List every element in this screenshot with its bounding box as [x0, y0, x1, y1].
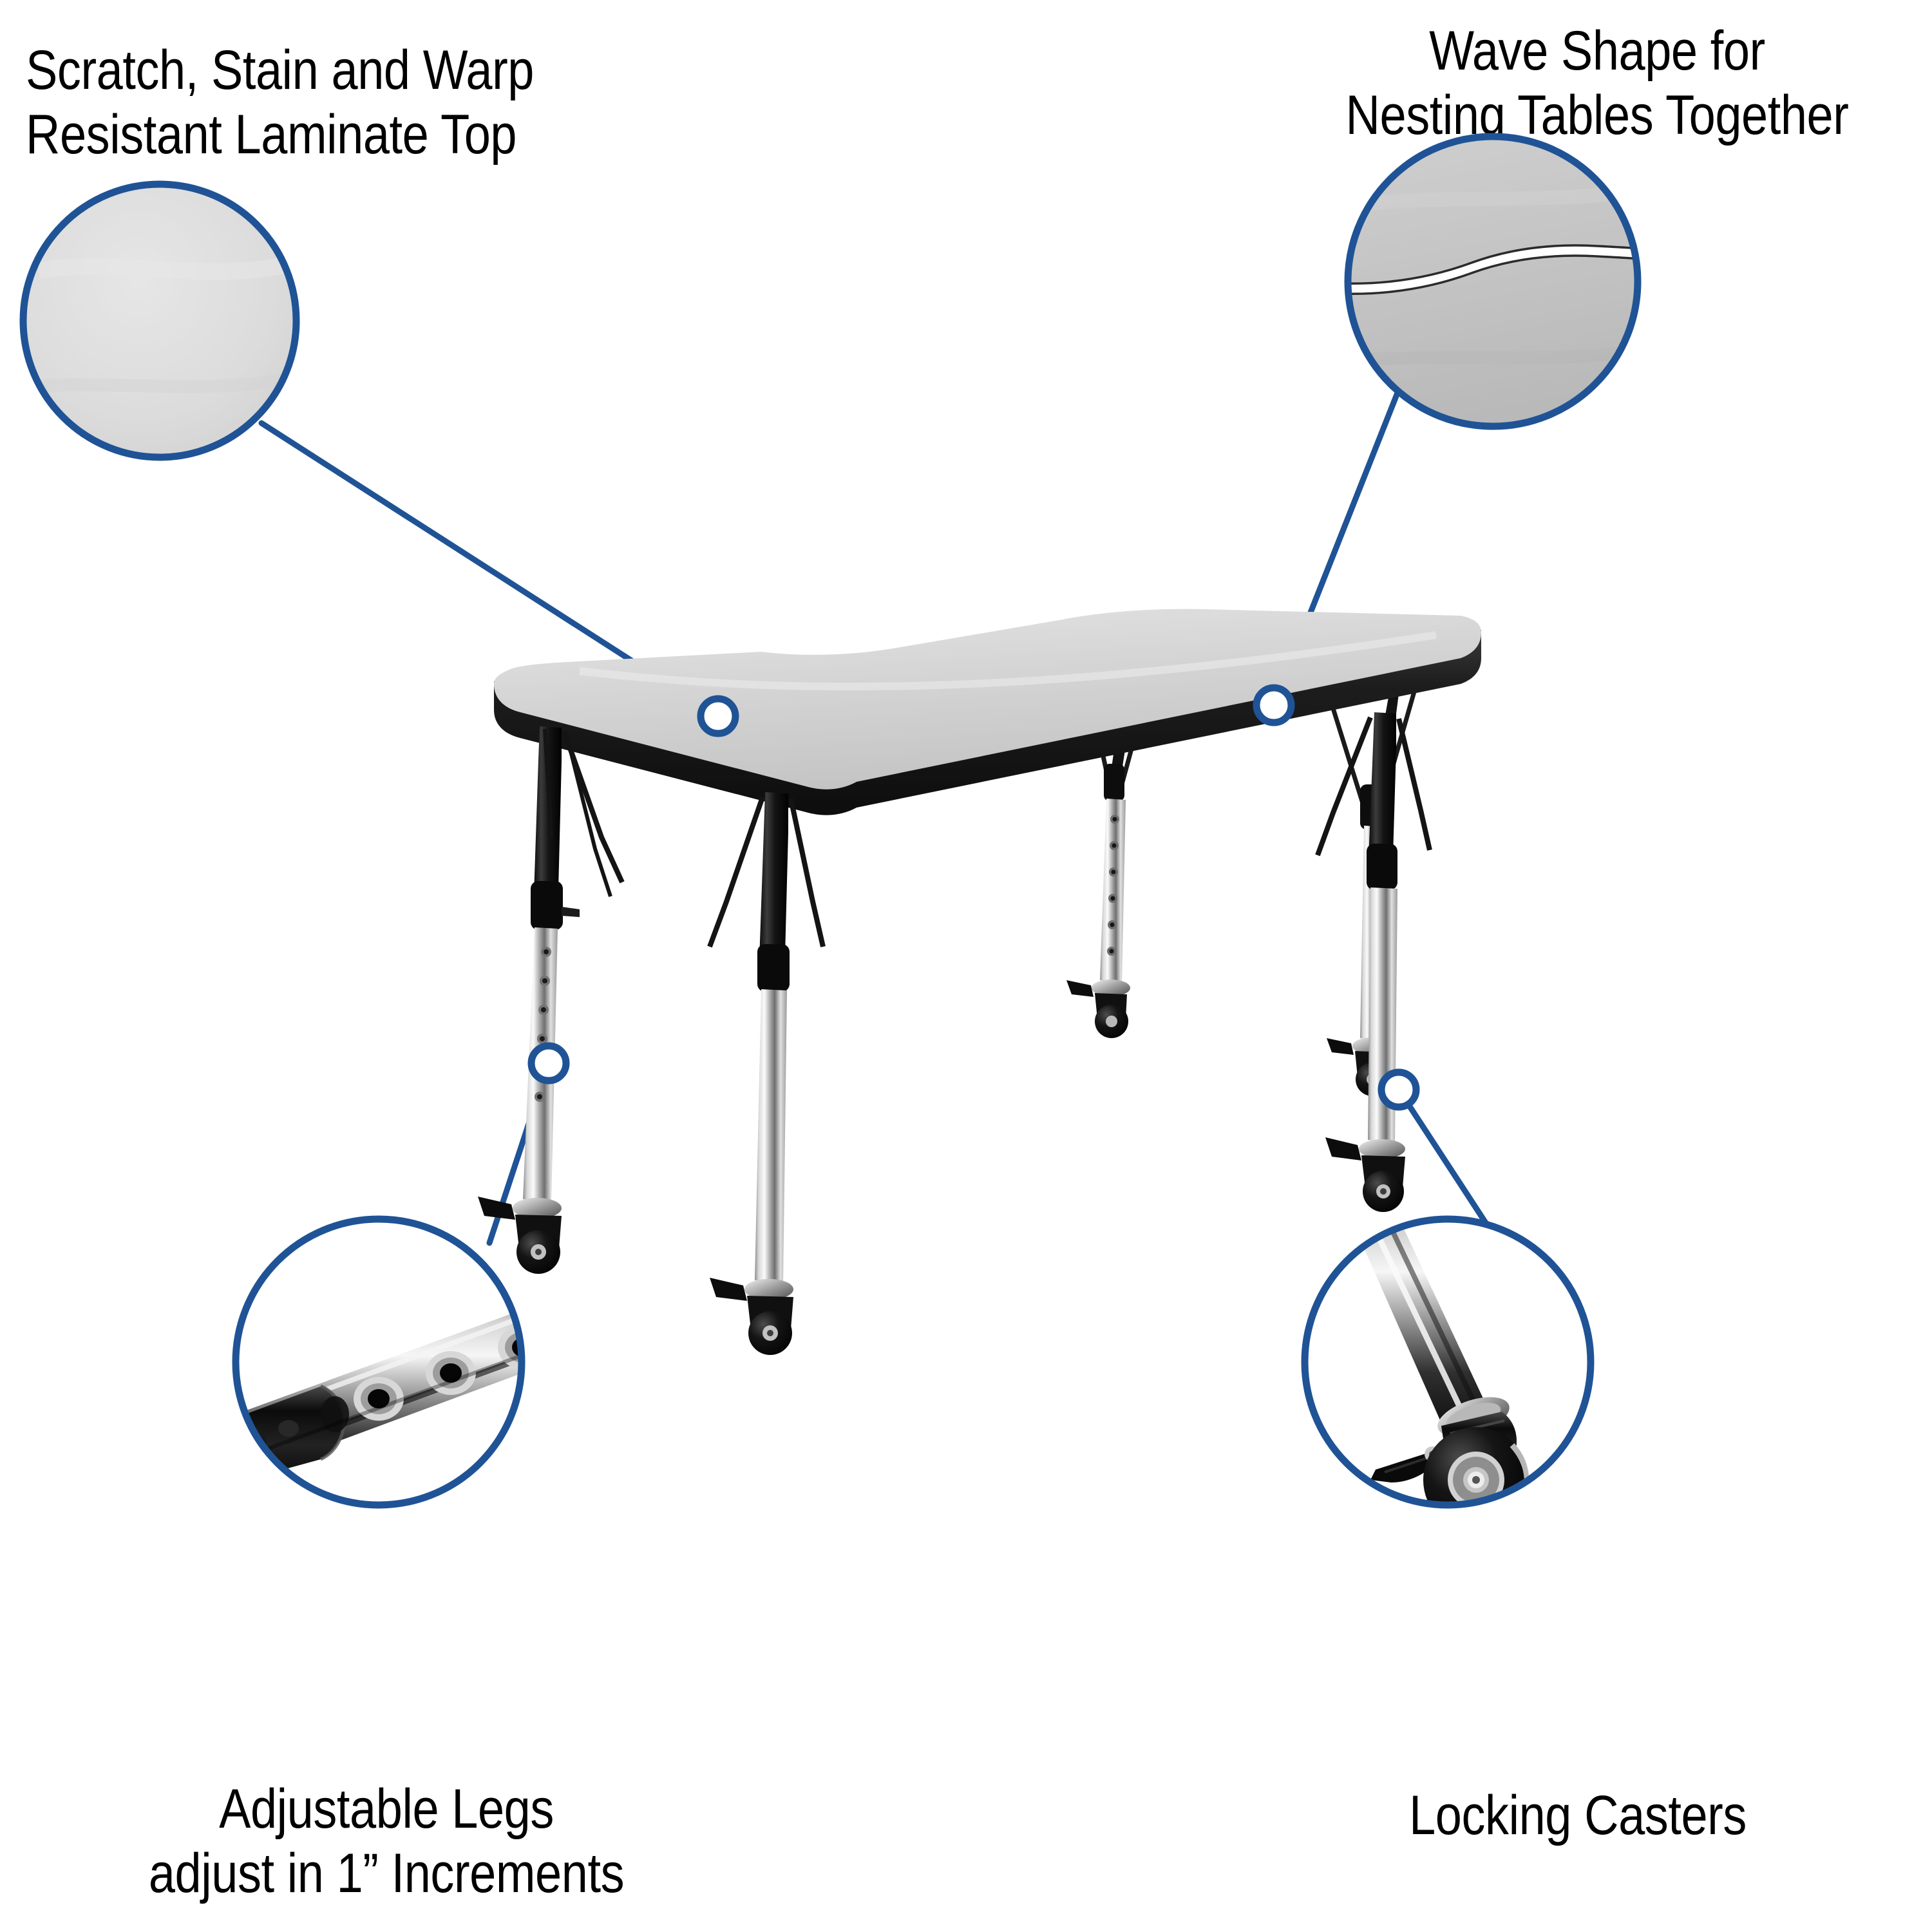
- pointer-dot-locking-casters: [1378, 1068, 1420, 1111]
- callout-circle-wave-shape: [1344, 133, 1642, 430]
- caster-front-right: [1325, 1137, 1405, 1212]
- pointer-dot-laminate-top: [697, 695, 739, 737]
- callout-label-wave-shape: Wave Shape for Nesting Tables Together: [1345, 20, 1849, 146]
- leader-line-locking-casters: [1396, 1086, 1504, 1249]
- leader-lines: [258, 390, 1504, 1249]
- callout-label-laminate-top: Scratch, Stain and Warp Resistant Lamina…: [26, 39, 534, 166]
- wave-nesting-gap: [1349, 245, 1636, 294]
- pointer-dots: [527, 684, 1420, 1111]
- pointer-dot-adjustable-legs: [527, 1042, 570, 1084]
- table-laminate-surface: [494, 609, 1481, 790]
- pointer-dot-wave-shape: [1253, 684, 1295, 726]
- table-leg-front-left: [478, 726, 625, 1274]
- table-top: [494, 609, 1481, 815]
- table-leg-front-right: [1315, 712, 1432, 1212]
- callout-circle-locking-casters: [1301, 1215, 1595, 1509]
- activity-table: [478, 609, 1481, 1355]
- callout-label-locking-casters: Locking Casters: [1409, 1785, 1747, 1846]
- callout-circle-adjustable-legs: [232, 1215, 526, 1509]
- adjustment-hole-row: [321, 1325, 520, 1432]
- callout-circle-laminate-top: [19, 180, 300, 461]
- caster-front-center: [710, 1278, 793, 1355]
- table-leg-front-center: [707, 792, 826, 1355]
- caster-front-left: [478, 1197, 562, 1274]
- leg-adjustment-holes-rear-center: [1107, 815, 1119, 956]
- callout-label-adjustable-legs: Adjustable Legs adjust in 1” Increments: [148, 1778, 625, 1904]
- caster-rear-center: [1066, 980, 1130, 1038]
